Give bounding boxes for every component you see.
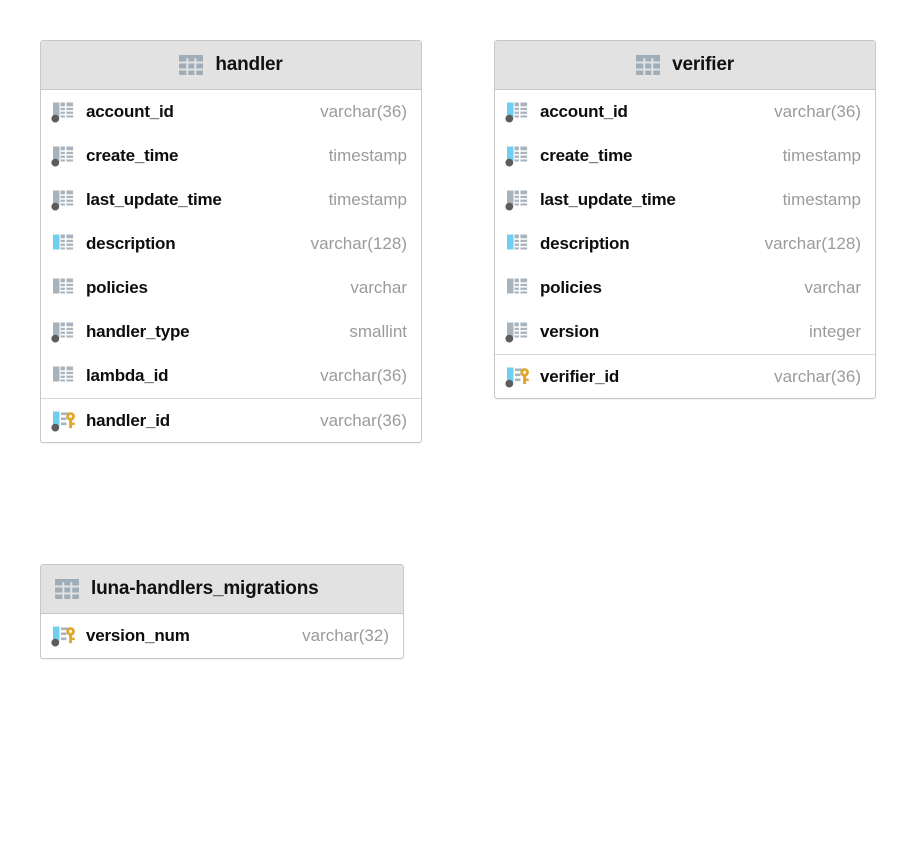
- column-name: lambda_id: [86, 366, 169, 385]
- column-list: account_id varchar(36) create_time timestam…: [495, 90, 875, 398]
- column-row[interactable]: policies varchar: [495, 266, 875, 310]
- column-row[interactable]: last_update_time timestamp: [41, 178, 421, 222]
- table-card-luna-handlers_migrations[interactable]: luna-handlers_migrations version_num varch…: [40, 564, 404, 659]
- column-name: last_update_time: [540, 190, 676, 209]
- column-type: varchar(36): [774, 366, 861, 386]
- column-name: policies: [86, 278, 148, 297]
- column-row[interactable]: handler_id varchar(36): [41, 398, 421, 442]
- primary-key-icon: [51, 624, 77, 648]
- column-row[interactable]: create_time timestamp: [41, 134, 421, 178]
- column-name: version: [540, 322, 600, 341]
- table-name: luna-handlers_migrations: [91, 578, 319, 599]
- table-header-luna-handlers_migrations[interactable]: luna-handlers_migrations: [41, 565, 403, 614]
- column-name: handler_id: [86, 410, 170, 430]
- column-plain-icon: [51, 364, 77, 388]
- column-type: timestamp: [782, 190, 861, 209]
- column-type: varchar: [804, 278, 861, 297]
- column-nullable-indexed-icon: [505, 144, 531, 168]
- column-row[interactable]: account_id varchar(36): [495, 90, 875, 134]
- table-card-verifier[interactable]: verifier account_id varchar(36) create_time…: [494, 40, 876, 399]
- column-name: create_time: [86, 146, 179, 165]
- table-name: handler: [215, 54, 283, 75]
- column-row[interactable]: last_update_time timestamp: [495, 178, 875, 222]
- column-row[interactable]: account_id varchar(36): [41, 90, 421, 134]
- column-indexed-icon: [51, 144, 77, 168]
- column-row[interactable]: description varchar(128): [41, 222, 421, 266]
- column-type: varchar(36): [320, 102, 407, 121]
- column-indexed-icon: [51, 320, 77, 344]
- column-row[interactable]: version integer: [495, 310, 875, 354]
- column-list: version_num varchar(32): [41, 614, 403, 658]
- column-type: timestamp: [328, 146, 407, 165]
- column-indexed-icon: [51, 188, 77, 212]
- column-type: varchar(128): [764, 234, 861, 253]
- table-grid-icon: [636, 55, 661, 75]
- table-header-handler[interactable]: handler: [41, 41, 421, 90]
- column-indexed-icon: [505, 188, 531, 212]
- column-type: varchar(36): [774, 102, 861, 121]
- column-type: varchar(32): [302, 626, 389, 645]
- column-type: varchar(128): [310, 234, 407, 253]
- column-name: verifier_id: [540, 366, 620, 386]
- column-row[interactable]: handler_type smallint: [41, 310, 421, 354]
- column-row[interactable]: verifier_id varchar(36): [495, 354, 875, 398]
- primary-key-icon: [51, 409, 77, 433]
- column-type: timestamp: [328, 190, 407, 209]
- table-name: verifier: [672, 54, 734, 75]
- column-name: description: [86, 234, 176, 253]
- table-grid-icon: [55, 579, 79, 599]
- column-nullable-indexed-icon: [505, 100, 531, 124]
- column-type: varchar(36): [320, 410, 407, 430]
- column-plain-icon: [51, 276, 77, 300]
- column-indexed-icon: [505, 320, 531, 344]
- column-row[interactable]: description varchar(128): [495, 222, 875, 266]
- column-name: last_update_time: [86, 190, 222, 209]
- column-row[interactable]: lambda_id varchar(36): [41, 354, 421, 398]
- table-header-verifier[interactable]: verifier: [495, 41, 875, 90]
- column-name: description: [540, 234, 630, 253]
- column-name: handler_type: [86, 322, 190, 341]
- column-plain-icon: [505, 276, 531, 300]
- table-grid-icon: [179, 55, 204, 75]
- primary-key-icon: [505, 365, 531, 389]
- column-name: policies: [540, 278, 602, 297]
- column-list: account_id varchar(36) create_time timestam…: [41, 90, 421, 442]
- column-type: varchar: [350, 278, 407, 297]
- column-name: create_time: [540, 146, 633, 165]
- column-type: varchar(36): [320, 366, 407, 385]
- column-nullable-icon: [505, 232, 531, 256]
- column-row[interactable]: create_time timestamp: [495, 134, 875, 178]
- column-name: account_id: [86, 102, 174, 121]
- column-type: smallint: [349, 322, 407, 341]
- column-name: version_num: [86, 626, 190, 645]
- column-type: timestamp: [782, 146, 861, 165]
- column-indexed-icon: [51, 100, 77, 124]
- column-row[interactable]: version_num varchar(32): [41, 614, 403, 658]
- column-nullable-icon: [51, 232, 77, 256]
- column-type: integer: [809, 322, 861, 341]
- column-name: account_id: [540, 102, 628, 121]
- column-row[interactable]: policies varchar: [41, 266, 421, 310]
